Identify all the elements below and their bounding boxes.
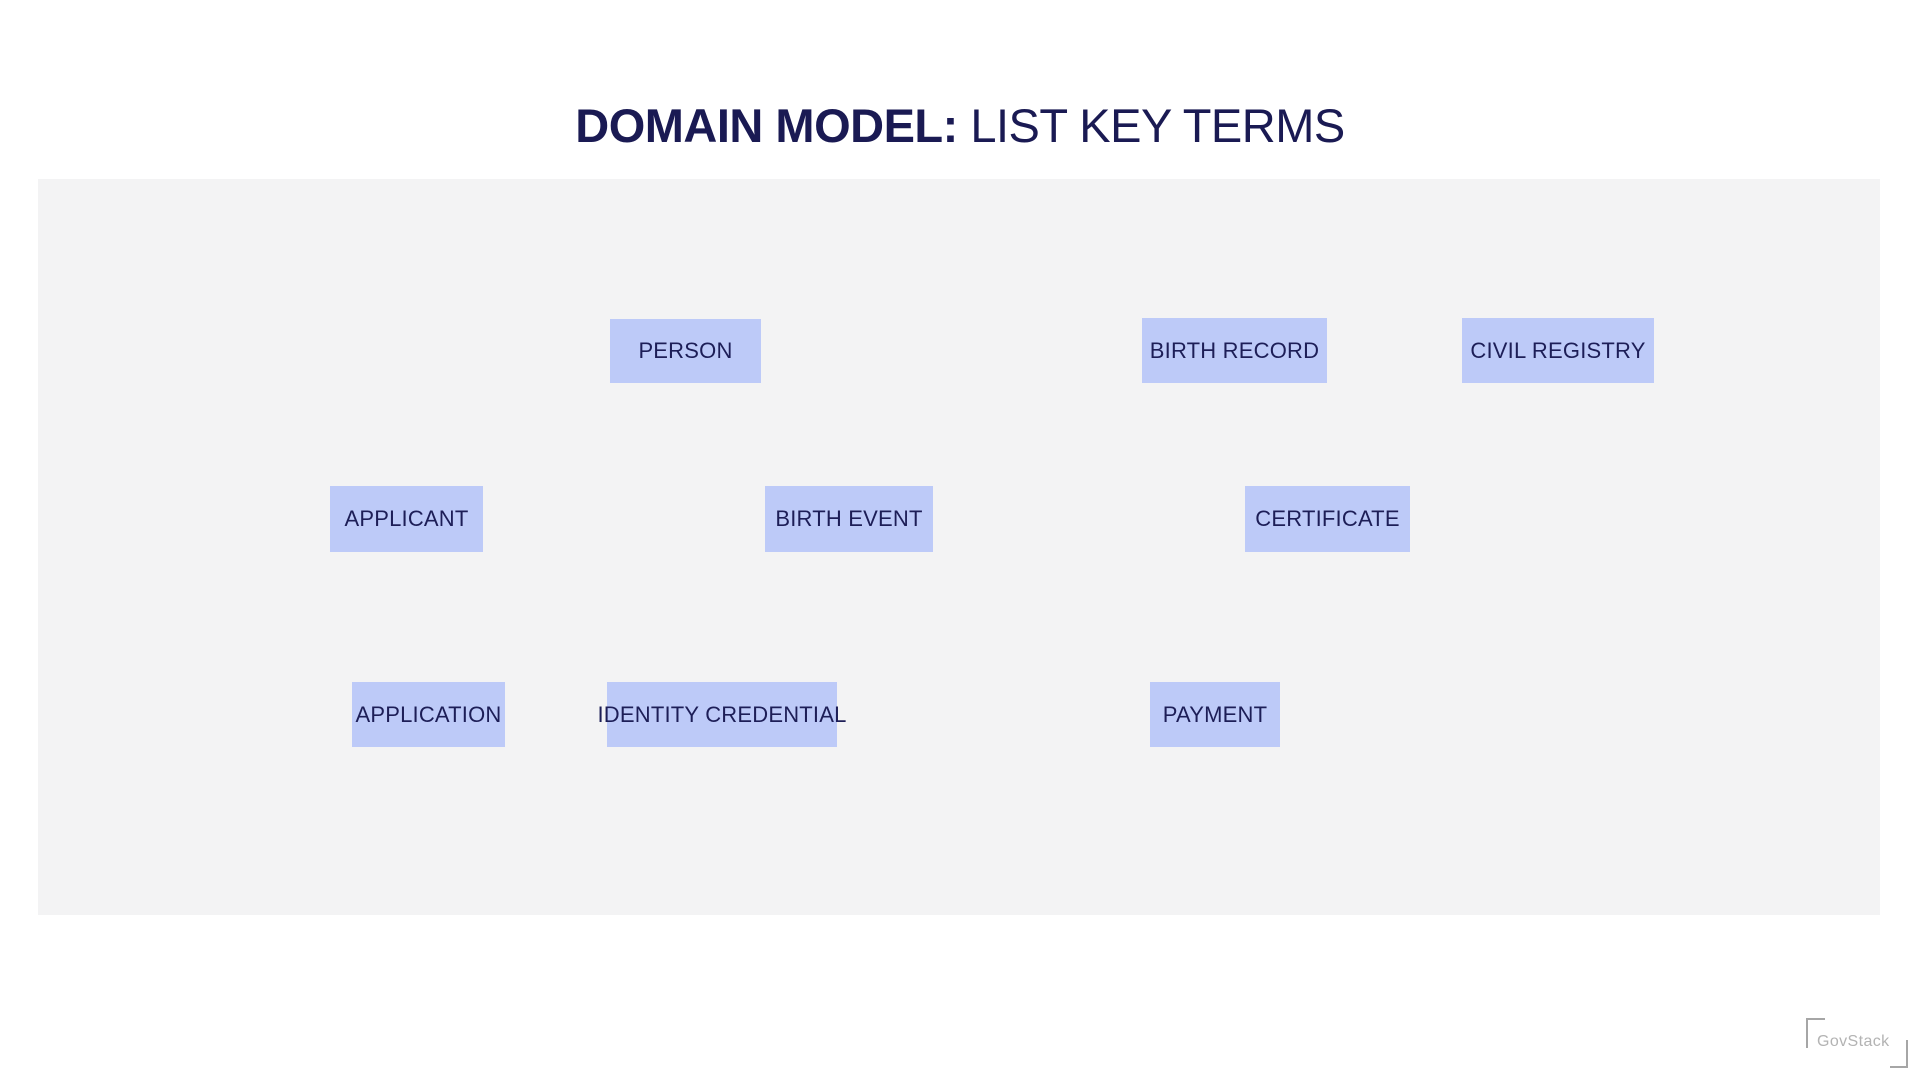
term-box-civil-registry: CIVIL REGISTRY <box>1462 318 1654 383</box>
govstack-logo: GovStack <box>1806 1018 1908 1068</box>
term-box-certificate: CERTIFICATE <box>1245 486 1410 552</box>
page-title: DOMAIN MODEL: LIST KEY TERMS <box>0 98 1920 154</box>
term-box-person: PERSON <box>610 319 761 383</box>
govstack-wordmark: GovStack <box>1817 1033 1890 1050</box>
page-title-rest: LIST KEY TERMS <box>957 99 1345 152</box>
term-box-identity-credential: IDENTITY CREDENTIAL <box>597 682 846 747</box>
logo-bracket-top-left-icon <box>1806 1018 1825 1048</box>
logo-bracket-bottom-right-icon <box>1890 1040 1908 1068</box>
page-title-prefix: DOMAIN MODEL: <box>575 99 958 152</box>
diagram-panel: PERSON BIRTH RECORD CIVIL REGISTRY APPLI… <box>38 179 1880 915</box>
term-box-birth-event: BIRTH EVENT <box>765 486 933 552</box>
term-box-birth-record: BIRTH RECORD <box>1142 318 1327 383</box>
term-box-payment: PAYMENT <box>1150 682 1280 747</box>
term-box-application: APPLICATION <box>352 682 505 747</box>
term-box-applicant: APPLICANT <box>330 486 483 552</box>
